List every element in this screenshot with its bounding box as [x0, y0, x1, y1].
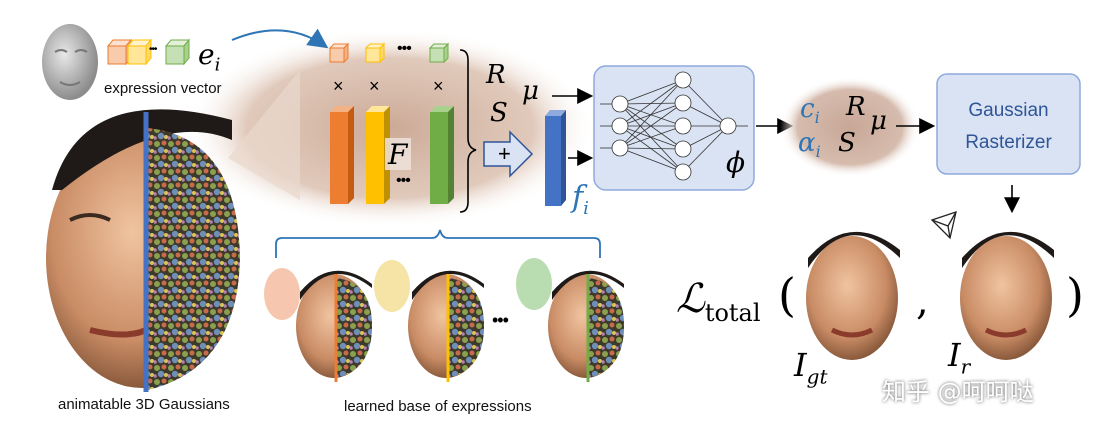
gaussian-splats: [148, 128, 240, 390]
c-symbol: ci: [800, 94, 820, 128]
base-face-1: [296, 270, 372, 382]
mu-out-symbol: μ: [870, 106, 887, 136]
learned-base-bracket: [275, 229, 601, 258]
phi-symbol: ϕ: [726, 146, 746, 179]
rasterizer-label-1: Gaussian: [968, 100, 1049, 121]
base-head-yellow: [374, 260, 410, 312]
vector-dots: •••: [149, 44, 157, 55]
basis-brace: [459, 49, 477, 213]
base-head-green: [516, 258, 552, 310]
camera-icon: [930, 211, 957, 240]
mu-symbol: μ: [522, 76, 539, 106]
alpha-symbol: αi: [798, 128, 821, 162]
basis-dots-top: •••: [397, 40, 412, 57]
rasterizer-label-2: Rasterizer: [965, 132, 1052, 153]
animatable-gaussians-label: animatable 3D Gaussians: [58, 396, 230, 413]
e-symbol: ei: [198, 38, 221, 76]
neural-network-icon: [600, 71, 748, 181]
output-blob: [780, 77, 920, 177]
F-symbol: F: [388, 138, 408, 171]
learned-base-label: learned base of expressions: [344, 398, 532, 415]
close-paren: ): [1066, 268, 1084, 322]
expression-arrow: [231, 28, 329, 49]
watermark: 知乎 @呵呵哒: [882, 378, 1034, 406]
head-mesh-icon: [42, 24, 98, 100]
base-face-2: [408, 270, 484, 382]
f-symbol: fi: [572, 180, 589, 219]
feature-bar: [545, 110, 566, 206]
plus-arrow: [483, 130, 534, 178]
times-2: ×: [369, 76, 380, 96]
rendered-face: [960, 231, 1054, 360]
comma: ,: [916, 278, 929, 324]
cube-icon: [106, 38, 191, 66]
base-dots: •••: [492, 310, 509, 330]
times-1: ×: [333, 76, 344, 96]
S-symbol: S: [490, 98, 508, 128]
times-3: ×: [433, 76, 444, 96]
I-r-symbol: Ir: [948, 336, 971, 379]
basis-bars: [330, 106, 454, 204]
mlp-box: [593, 65, 755, 191]
gt-face: [806, 231, 900, 360]
S-out-symbol: S: [838, 128, 856, 158]
base-face-3: [548, 270, 624, 382]
open-paren: (: [778, 268, 796, 322]
R-symbol: R: [486, 60, 506, 90]
plus-sign: +: [498, 141, 511, 166]
zoom-wedge: [228, 70, 300, 200]
loss-symbol: ℒtotal: [676, 276, 761, 327]
basis-cubes: [328, 42, 450, 64]
base-head-orange: [264, 268, 300, 320]
basis-dots-bottom: •••: [396, 172, 411, 189]
R-out-symbol: R: [846, 92, 866, 122]
expression-vector-label: expression vector: [104, 80, 222, 97]
rasterizer-box: [936, 73, 1081, 175]
I-gt-symbol: Igt: [794, 346, 828, 389]
